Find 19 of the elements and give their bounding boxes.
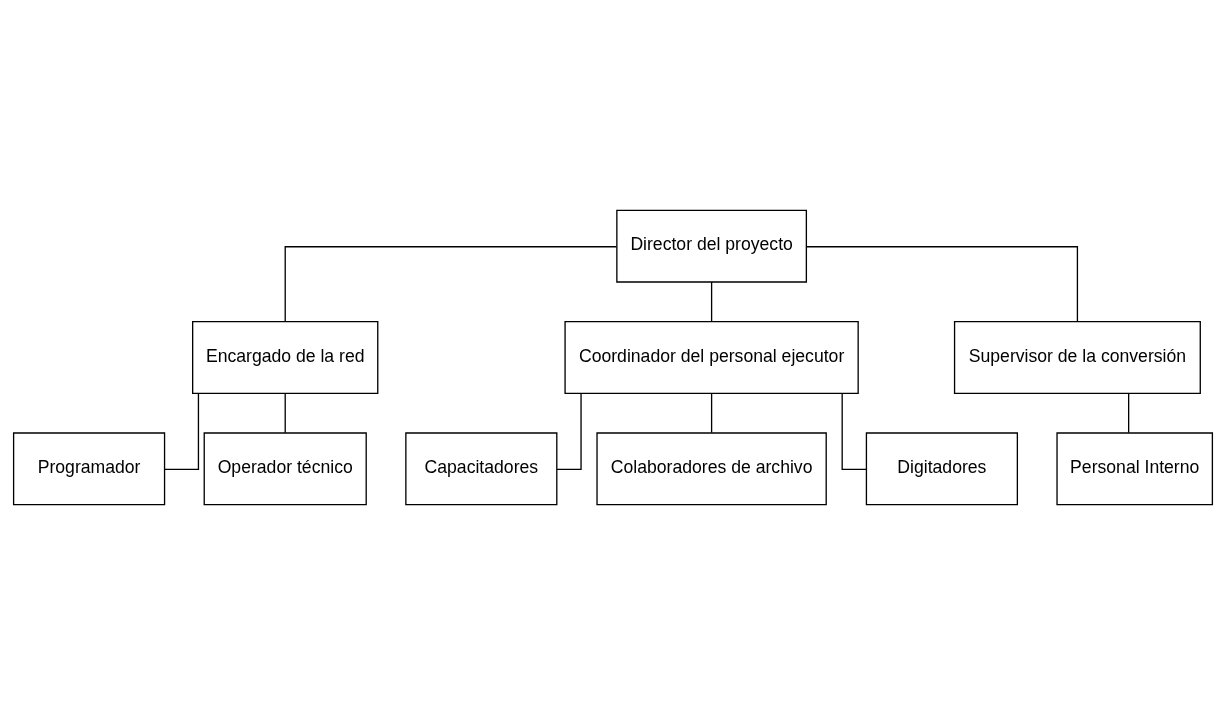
node-box: Supervisor de la conversión [953,321,1201,394]
node-box: Operador técnico [203,432,367,506]
connector [284,246,618,323]
node-box: Director del proyecto [616,209,808,283]
node-box: Programador [12,432,166,506]
connector [710,281,713,323]
connector [164,392,200,470]
connector [806,246,1079,323]
connector [841,392,867,470]
connector [556,392,582,470]
node-box: Encargado de la red [192,321,379,394]
node-box: Coordinador del personal ejecutor [564,321,859,394]
node-box: Capacitadores [405,432,558,506]
node-box: Colaboradores de archivo [596,432,827,506]
connector [284,392,286,434]
node-box: Digitadores [865,432,1019,506]
connector [710,392,713,434]
connector [1128,392,1130,434]
node-box: Personal Interno [1056,432,1214,506]
